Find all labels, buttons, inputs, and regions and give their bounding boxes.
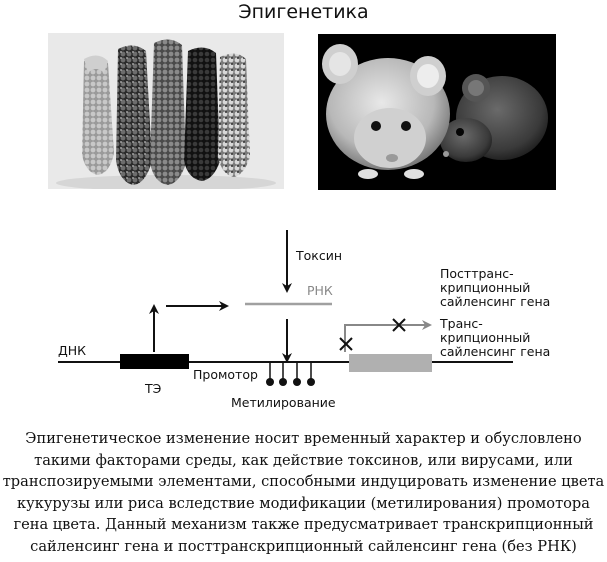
te-box [120,354,189,369]
corn-cob [82,55,114,175]
tgs-label: Транс- крипционный сайленсинг гена [439,316,550,359]
rna-label: РНК [307,283,333,298]
methylation-label: Метилирование [231,395,336,410]
caption-line: Эпигенетическое изменение носит временны… [25,430,582,447]
toxin-label: Токсин [295,248,342,263]
caption-line: кукурузы или риса вследствие модификации… [17,494,590,512]
caption-line: транспозируемыми элементами, способными … [2,473,605,491]
gene-box [349,354,432,372]
promoter-label: Промотор [193,367,258,382]
caption-line: сайленсинг гена и посттранскрипционный с… [30,537,577,555]
two-mice-photo [318,34,556,190]
dna-label: ДНК [58,343,86,358]
caption-line: такими факторами среды, как действие ток… [34,451,573,469]
ptgs-label: Посттранс- крипционный сайленсинг гена [440,266,550,309]
caption-line: гена цвета. Данный механизм также предус… [13,516,594,534]
corn-cob [184,47,220,181]
yellow-mouse [322,44,450,179]
block-x-ptgs [392,318,406,332]
epigenetic-mechanism-diagram: ДНК ТЭ РНК Токсин Промотор Метилирование… [58,230,550,410]
caption: Эпигенетическое изменение носит временны… [0,428,607,558]
methyl-groups [266,362,315,386]
corn-cobs-photo [48,33,284,189]
te-label: ТЭ [144,381,162,396]
corn-cob [218,53,250,177]
transcription-arrow [344,320,432,352]
corn-cob [116,45,152,185]
corn-cob [150,39,186,185]
page-title: Эпигенетика [238,1,369,23]
block-x-tgs [339,337,353,351]
agouti-mouse [440,74,548,162]
